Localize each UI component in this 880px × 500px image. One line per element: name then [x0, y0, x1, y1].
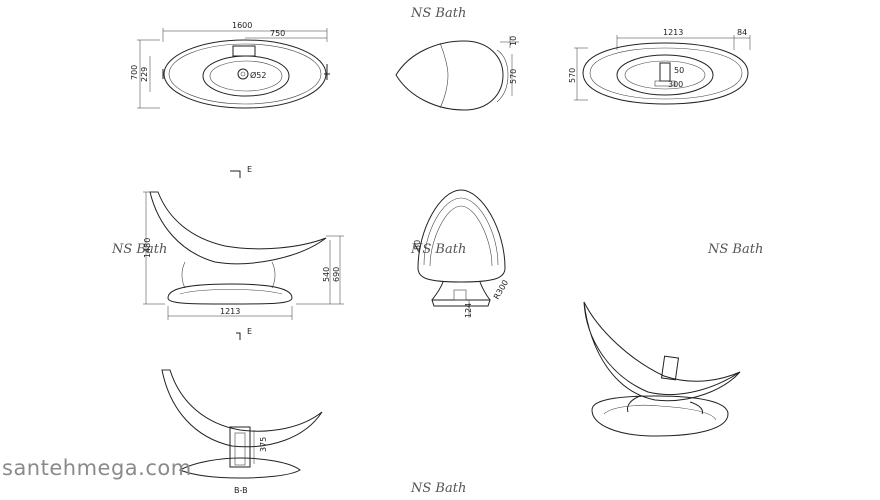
- drain-plate: [654, 80, 676, 87]
- dim-label: 300: [668, 80, 683, 89]
- tub-iso-overflow: [660, 355, 680, 381]
- pedestal-outline: [616, 54, 714, 96]
- dim-line-lip: [500, 36, 519, 48]
- brand-mark: NS Bath: [111, 242, 167, 257]
- faucet-mark: [324, 64, 330, 80]
- drain-block: [659, 62, 671, 82]
- tub-section-profile: [161, 369, 323, 448]
- dim-label: 124: [464, 303, 473, 318]
- dim-label: 700: [130, 65, 139, 80]
- dim-label: 50: [674, 66, 684, 75]
- section-arrow: [230, 170, 241, 178]
- pedestal-iso-curve: [603, 404, 717, 421]
- pedestal-base-curve: [179, 289, 283, 295]
- dim-line-offset: [734, 35, 751, 50]
- isometric-view: [583, 301, 741, 437]
- section-arrow: [236, 332, 241, 340]
- dim-line-total: [296, 235, 344, 305]
- section-mark: B-B: [234, 486, 248, 495]
- pedestal-sides: [431, 281, 491, 301]
- drain-center: [240, 71, 246, 77]
- section-mark: E: [247, 327, 252, 336]
- brand-mark: NS Bath: [707, 242, 763, 257]
- pedestal-iso-neck: [627, 395, 703, 415]
- dim-line-width: [574, 47, 588, 101]
- brand-mark: NS Bath: [410, 6, 466, 21]
- end-top-view: 10 570: [395, 36, 519, 111]
- drain-circle: [237, 68, 249, 80]
- tub-front-inner2: [429, 205, 493, 267]
- tub-basin: [202, 55, 290, 97]
- tub-end-rim: [496, 49, 509, 103]
- overflow-pipe-inner: [234, 432, 246, 466]
- tub-side-profile: [149, 191, 327, 265]
- section-base: [178, 457, 301, 479]
- dim-label: 84: [737, 28, 747, 37]
- overflow-block: [232, 45, 256, 57]
- tub-outline: [582, 42, 749, 105]
- dim-line-height: [143, 191, 165, 305]
- dim-line-base: [167, 306, 293, 320]
- tub-front-inner: [423, 197, 499, 266]
- pedestal-base: [167, 283, 293, 305]
- drain-block: [453, 289, 467, 301]
- dim-label: 1213: [663, 28, 683, 37]
- pedestal-base: [431, 299, 491, 307]
- tub-inner-outline: [589, 47, 743, 100]
- pedestal-inner: [624, 60, 706, 90]
- dim-line-length: [616, 35, 735, 50]
- dim-line-width: [137, 39, 160, 109]
- side-view: 1480 540 690 1213 E: [143, 191, 344, 340]
- section-view: 375 B-B: [161, 369, 323, 495]
- tub-inner-rim: [168, 43, 322, 105]
- dim-label: R300: [492, 278, 510, 301]
- dim-line-length: [162, 28, 328, 42]
- tub-end-curve: [439, 42, 449, 109]
- tub-end-outline: [395, 40, 504, 111]
- dim-label: 80: [413, 240, 422, 250]
- dim-label: 1600: [232, 21, 252, 30]
- tub-basin-inner: [209, 60, 283, 92]
- brand-mark: NS Bath: [410, 481, 466, 496]
- dim-label: 375: [259, 437, 268, 452]
- dim-label: 540: [322, 267, 331, 282]
- section-mark: E: [247, 165, 252, 174]
- pedestal-neck: [181, 261, 186, 289]
- dim-label: 1213: [220, 307, 240, 316]
- overflow-pipe: [229, 426, 251, 468]
- watermark: santehmega.com: [2, 456, 192, 480]
- pedestal-neck: [271, 261, 276, 289]
- dim-label: 570: [509, 69, 518, 84]
- dim-label: 1480: [143, 238, 152, 258]
- top-view: 1600 750 700 229 Ø52 E: [130, 21, 330, 178]
- bottom-view: 1213 84 570 50 300: [568, 28, 751, 105]
- tub-iso-shell: [583, 301, 741, 402]
- dim-label: Ø52: [250, 70, 266, 80]
- dim-label: 570: [568, 68, 577, 83]
- dim-label: 690: [332, 267, 341, 282]
- pedestal-iso-base: [591, 395, 729, 437]
- tub-iso-rim: [583, 301, 741, 382]
- dim-label: 229: [140, 67, 149, 82]
- tub-front-outline: [417, 189, 506, 283]
- brand-mark: NS Bath: [410, 242, 466, 257]
- dim-label: 10: [509, 36, 518, 46]
- dim-label: 750: [270, 29, 285, 38]
